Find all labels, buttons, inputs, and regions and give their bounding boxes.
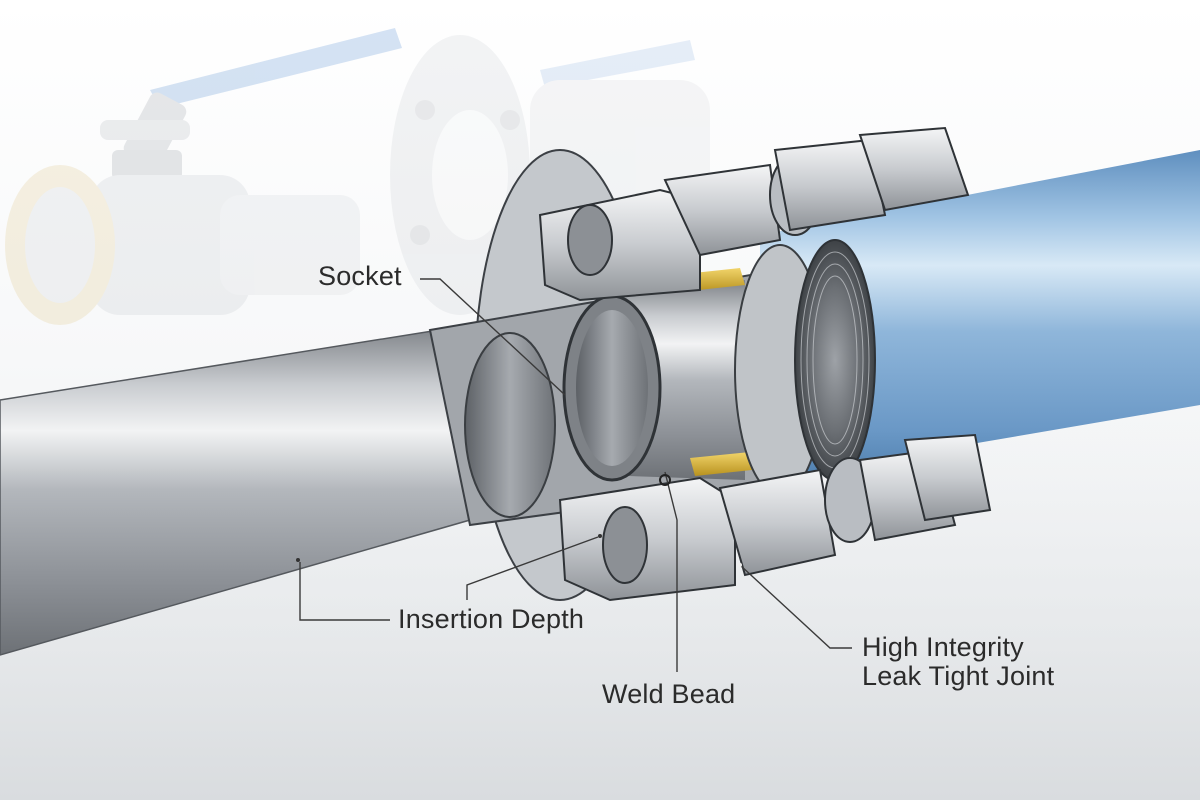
seal-ring-bottom xyxy=(690,452,752,476)
label-insertion-depth: Insertion Depth xyxy=(398,604,585,634)
joint-leader xyxy=(739,564,852,649)
socket-leader xyxy=(420,278,566,396)
top-fitting-assembly xyxy=(538,126,970,302)
weld-bead-leader xyxy=(664,471,678,672)
inner-bore xyxy=(464,332,556,518)
insertion-depth-leader-b xyxy=(466,536,599,600)
label-weld-bead: Weld Bead xyxy=(602,679,736,709)
label-joint-line2: Leak Tight Joint xyxy=(862,661,1055,692)
leader-lines xyxy=(299,278,852,672)
label-socket: Socket xyxy=(318,261,402,291)
bottom-fitting-assembly xyxy=(558,433,992,602)
inserted-pipe-bore xyxy=(576,310,648,466)
insertion-depth-leader-a xyxy=(299,562,390,621)
label-joint-line1: High Integrity xyxy=(862,632,1024,662)
label-joint: High Integrity Leak Tight Joint xyxy=(862,632,1055,692)
background-ball-valve-threaded xyxy=(5,28,402,325)
